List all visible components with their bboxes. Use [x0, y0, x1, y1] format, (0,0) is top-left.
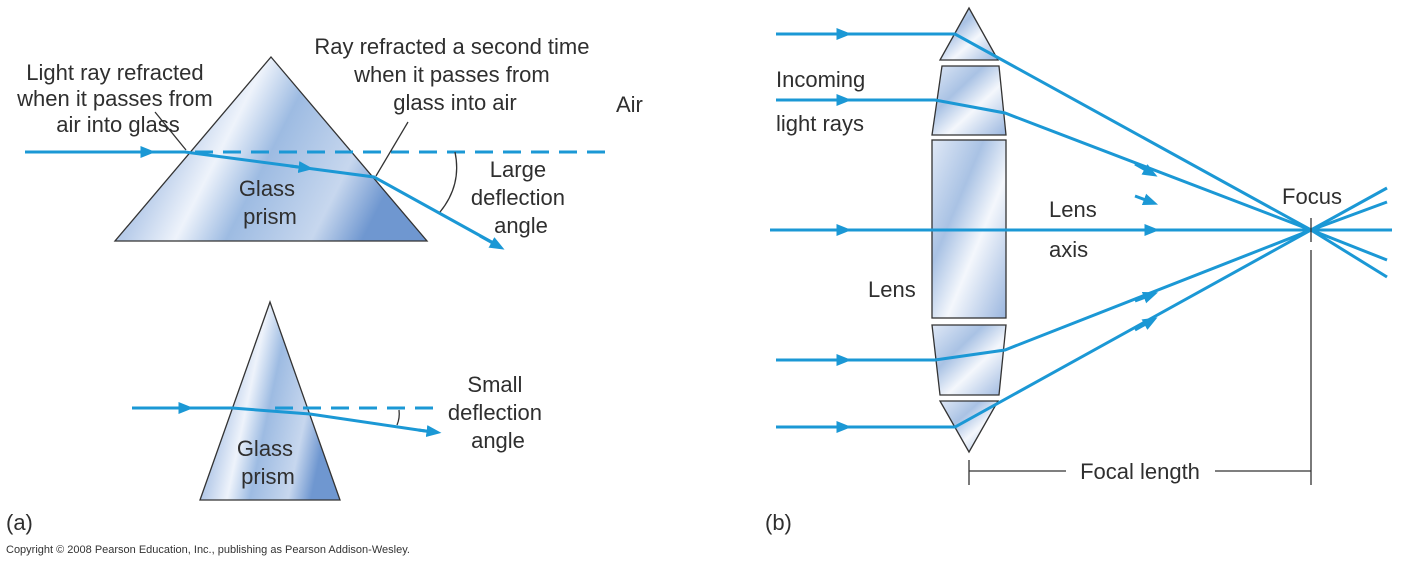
entry-leader-line [154, 111, 187, 151]
incident-ray [25, 150, 498, 247]
ray-2 [776, 98, 1388, 232]
large-prism-label: Glass prism [239, 176, 301, 229]
ray-5 [776, 228, 1388, 429]
small-prism-label: Glass prism [237, 436, 299, 489]
small-angle-label: Small deflection angle [448, 372, 548, 453]
ray-arrowhead [1134, 162, 1158, 177]
incoming-rays-label: Incoming light rays [776, 67, 871, 136]
lens-axis-label: Lens axis [1049, 197, 1103, 262]
ray-arrowhead [1134, 292, 1159, 304]
ray-arrowhead [417, 425, 442, 438]
ray-1 [776, 32, 1388, 232]
focus-label: Focus [1282, 184, 1342, 209]
ray-arrowhead [289, 161, 314, 174]
lens-segment-upper [931, 65, 1007, 136]
focal-length-bracket [968, 218, 1312, 485]
deflection-angle-arc [439, 151, 458, 213]
ray-arrowhead [1134, 193, 1159, 205]
entry-callout: Light ray refracted when it passes from … [16, 60, 219, 137]
small-glass-prism [199, 300, 341, 501]
panel-a-label: (a) [6, 510, 33, 535]
exit-callout: Ray refracted a second time when it pass… [314, 34, 595, 115]
air-label: Air [616, 92, 643, 117]
lens-segment-lower [931, 324, 1007, 396]
large-angle-label: Large deflection angle [471, 157, 571, 238]
small-deflection-angle-arc [396, 409, 400, 426]
focal-length-label: Focal length [1080, 459, 1200, 484]
copyright-notice: Copyright © 2008 Pearson Education, Inc.… [6, 544, 410, 556]
ray-4 [776, 228, 1388, 362]
small-prism-group [132, 300, 442, 501]
lens-label: Lens [868, 277, 916, 302]
light-rays [770, 28, 1392, 433]
large-prism-group [25, 55, 615, 250]
ray-arrowhead [479, 234, 505, 250]
ray-arrowhead [1134, 317, 1158, 332]
panel-b-label: (b) [765, 510, 792, 535]
large-glass-prism [113, 55, 429, 242]
exit-leader-line [375, 121, 409, 177]
